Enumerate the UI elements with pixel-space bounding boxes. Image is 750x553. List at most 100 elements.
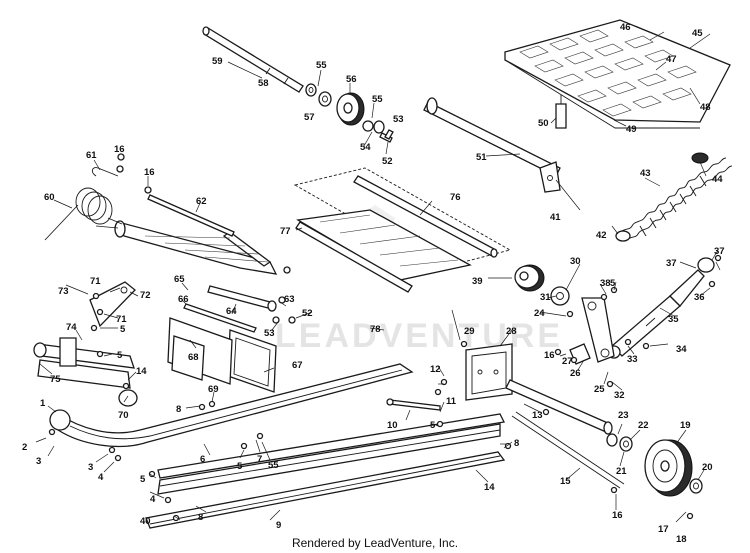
callout: 72 [140, 290, 151, 301]
callout: 4 [98, 472, 104, 483]
callout: 5 [237, 461, 243, 472]
shaft-64 [207, 285, 277, 312]
front-bumper-75 [33, 337, 138, 407]
callout: 10 [387, 420, 398, 431]
callout: 63 [284, 294, 295, 305]
track-section-45 [504, 19, 731, 129]
hook-61 [91, 165, 124, 177]
callout: 38 [600, 278, 611, 289]
callout: 52 [302, 308, 313, 319]
callout: 37 [666, 258, 677, 269]
callout: 50 [538, 118, 549, 129]
callout: 78 [370, 324, 381, 335]
callout: 1 [40, 398, 46, 409]
callout: 12 [430, 364, 441, 375]
callout: 23 [618, 410, 629, 421]
callout: 5 [610, 278, 616, 289]
watermark-text: LEADVENTURE [275, 317, 563, 355]
callout: 13 [532, 410, 543, 421]
callout: 9 [276, 520, 281, 531]
callout: 37 [714, 246, 725, 257]
callout: 57 [304, 112, 315, 123]
callout: 21 [616, 466, 627, 477]
rod-66 [183, 303, 257, 333]
skid-rail-6 [49, 363, 414, 448]
washer-stack-21-23 [606, 433, 703, 494]
washer-55-upper [305, 83, 332, 107]
callout: 52 [382, 156, 393, 167]
callout: 59 [212, 56, 223, 67]
callout: 77 [280, 226, 291, 237]
bracket-72 [89, 281, 136, 328]
callout: 46 [620, 22, 631, 33]
callout-labels: 1 2 3 3 4 4 5 5 5 5 5 5 6 7 8 8 8 9 10 1… [22, 22, 725, 545]
callout: 71 [90, 276, 101, 287]
callout: 8 [514, 438, 519, 449]
callout: 44 [712, 174, 723, 185]
callout: 3 [36, 456, 41, 467]
rod-62 [147, 194, 235, 237]
callout: 24 [534, 308, 545, 319]
callout: 55 [316, 60, 327, 71]
callout: 64 [226, 306, 237, 317]
callout: 41 [550, 212, 561, 223]
suspension-spring-43 [615, 152, 733, 242]
spacer-54 [362, 120, 394, 143]
callout: 16 [544, 350, 555, 361]
callout: 15 [560, 476, 571, 487]
roller-wheel-39 [514, 264, 570, 306]
callout: 43 [640, 168, 651, 179]
callout: 32 [614, 390, 625, 401]
pivot-arm-26 [569, 297, 615, 365]
callout: 4 [150, 494, 156, 505]
callout: 70 [118, 410, 129, 421]
callout: 75 [50, 374, 61, 385]
side-plate-67 [227, 329, 277, 393]
callout: 7 [257, 454, 262, 465]
callout: 56 [346, 74, 357, 85]
callout: 5 [120, 324, 126, 335]
callout: 28 [506, 326, 517, 337]
skid-rail-lower [157, 413, 505, 495]
bogie-wheel-19 [644, 439, 693, 497]
callout: 17 [658, 524, 669, 535]
callout: 58 [258, 78, 269, 89]
callout: 5 [430, 420, 436, 431]
rear-axle-51 [423, 97, 581, 211]
callout: 25 [594, 384, 605, 395]
skid-panel-77 [293, 167, 512, 281]
callout: 73 [58, 286, 69, 297]
callout: 48 [700, 102, 711, 113]
callout: 51 [476, 152, 487, 163]
callout: 3 [88, 462, 93, 473]
callout: 55 [372, 94, 383, 105]
cross-shaft-lower [295, 221, 413, 293]
callout: 26 [570, 368, 581, 379]
callout: 31 [540, 292, 551, 303]
callout: 18 [676, 534, 687, 545]
callout: 8 [176, 404, 181, 415]
callout: 47 [666, 54, 677, 65]
callout: 76 [450, 192, 461, 203]
idler-wheel-56 [336, 92, 365, 126]
callout: 68 [188, 352, 199, 363]
callout: 36 [694, 292, 705, 303]
callout: 62 [196, 196, 207, 207]
callout: 5 [140, 474, 146, 485]
mount-bracket-28 [465, 343, 513, 401]
callout: 74 [66, 322, 77, 333]
callout: 11 [446, 396, 457, 407]
callout: 16 [144, 167, 155, 178]
axle-rod-15 [511, 411, 625, 489]
callout: 29 [464, 326, 475, 337]
callout: 60 [44, 192, 55, 203]
wear-bar-9 [145, 451, 506, 529]
cross-tube-13 [505, 379, 613, 435]
callout: 8 [198, 512, 203, 523]
callout: 61 [86, 150, 97, 161]
callout: 35 [668, 314, 679, 325]
callout: 55 [268, 460, 279, 471]
footer-credit: Rendered by LeadVenture, Inc. [291, 536, 459, 550]
callout: 5 [117, 350, 123, 361]
callout: 33 [627, 354, 638, 365]
